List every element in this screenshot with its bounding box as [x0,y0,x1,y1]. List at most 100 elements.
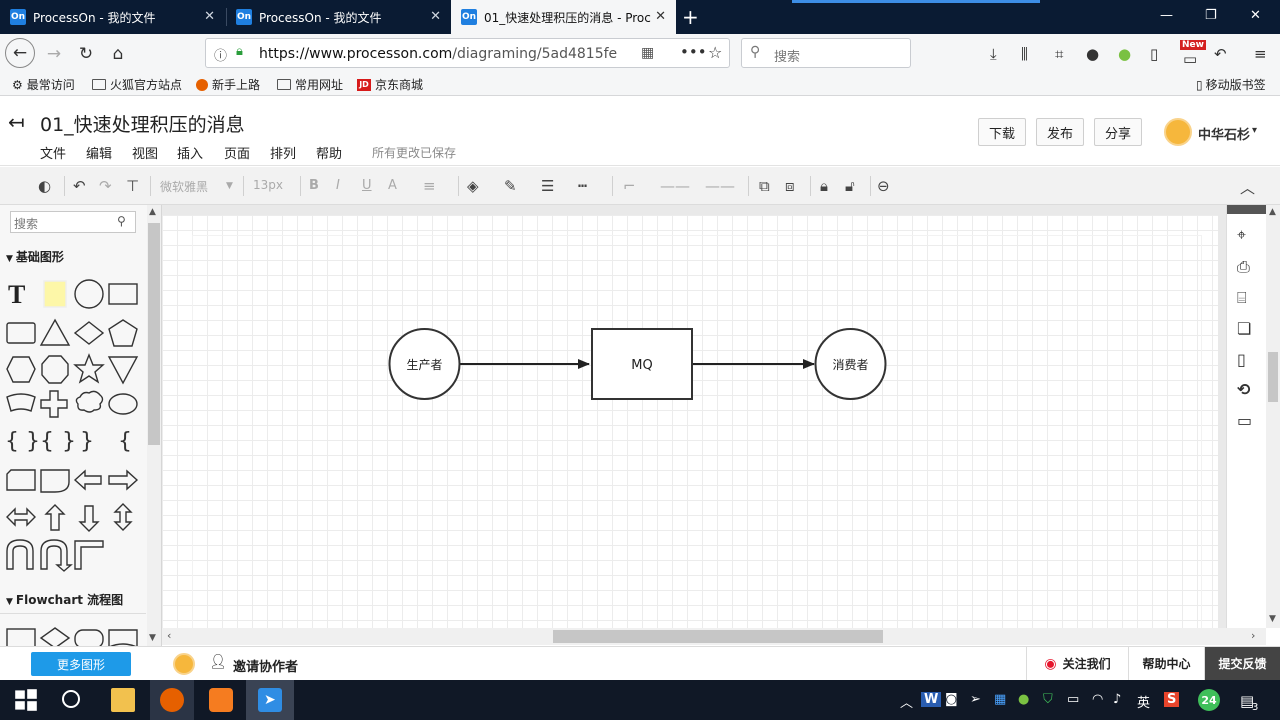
forward-icon[interactable]: → [46,44,62,64]
tray-send-icon[interactable]: ➢ [970,692,981,707]
tray-expand-icon[interactable]: ︿ [900,696,914,711]
link-icon[interactable]: ⊖ [877,177,890,195]
browser-tab-2[interactable]: On ProcessOn - 我的文件 ✕ [226,0,451,34]
section-basic-shapes[interactable]: ▼基础图形 [6,248,64,265]
minimize-icon[interactable]: — [1160,8,1173,23]
browser-tab-3-active[interactable]: On 01_快速处理积压的消息 - Proc ✕ [451,0,676,34]
home-icon[interactable]: ⌂ [112,44,124,64]
unlock-icon[interactable]: 🔓︎ [845,177,855,195]
connector-type-icon[interactable]: ⌐ [623,177,636,195]
back-icon[interactable]: ← [5,38,35,68]
bookmark-getting-started[interactable]: 新手上路 [196,76,260,93]
scroll-up-icon[interactable]: ▲ [1269,207,1276,217]
user-name[interactable]: 中华石杉 [1198,128,1251,143]
chevron-down-icon[interactable]: ▼ [226,181,233,191]
collapse-toolbar-icon[interactable]: ︿ [1240,179,1256,197]
avatar[interactable] [1164,118,1192,146]
extension-icon[interactable]: ● [1118,45,1132,63]
undo-browser-icon[interactable]: ↶ [1214,45,1227,63]
node-mq[interactable]: MQ [591,328,693,400]
close-tab-icon[interactable]: ✕ [655,9,666,24]
scroll-up-icon[interactable]: ▲ [149,207,156,217]
more-shapes-button[interactable]: 更多图形 [31,652,131,676]
battery-icon[interactable]: ▭ [1067,692,1080,707]
lock-icon[interactable]: 🔒︎ [820,177,828,195]
invite-collaborator-button[interactable]: 邀请协作者 [233,660,299,675]
close-tab-icon[interactable]: ✕ [430,9,441,24]
comments-icon[interactable]: ▭ [1237,411,1253,430]
menu-view[interactable]: 视图 [132,147,159,162]
diagram-canvas[interactable]: 生产者 MQ 消费者 [162,205,1226,635]
canvas-page[interactable] [162,215,1218,635]
wifi-icon[interactable]: ◠ [1092,692,1104,707]
shape-format-icon[interactable]: ⎙ [1237,257,1250,276]
publish-button[interactable]: 发布 [1036,118,1084,146]
tray-green-icon[interactable]: ● [1018,692,1030,707]
canvas-vertical-scroll-thumb[interactable] [1268,352,1278,402]
back-to-files-icon[interactable]: ↤ [8,110,25,134]
word-icon[interactable]: W [921,692,942,707]
redo-icon[interactable]: ↷ [99,177,112,195]
data-properties-icon[interactable]: ⌸ [1237,288,1247,307]
navigator-icon[interactable]: ⌖ [1237,225,1247,244]
scroll-down-icon[interactable]: ▼ [149,633,156,643]
flowchart-shapes-palette[interactable] [0,625,147,650]
browser-search-box[interactable]: ⚲ 搜索 [741,38,911,68]
end-arrow-icon[interactable]: —— [705,177,735,195]
bookmark-firefox-official[interactable]: 火狐官方站点 [92,76,182,93]
sidebar-scroll-thumb[interactable] [148,223,160,445]
node-producer[interactable]: 生产者 [388,328,461,400]
underline-icon[interactable]: U [362,178,372,193]
bookmark-most-visited[interactable]: ⚙最常访问 [12,76,75,93]
scroll-right-icon[interactable]: › [1251,629,1256,642]
info-icon[interactable]: ⓘ [214,49,228,64]
search-icon[interactable]: ⚲ [117,214,126,228]
bookmark-star-icon[interactable]: ☆ [708,43,723,62]
new-tab-icon[interactable]: + [682,5,699,29]
shape-search-input[interactable]: 搜索 ⚲ [10,211,136,233]
follow-us-button[interactable]: ◉关注我们 [1026,647,1128,680]
avatar[interactable] [173,653,195,675]
undo-icon[interactable]: ↶ [73,177,86,195]
chevron-down-icon[interactable]: ▾ [1252,125,1258,136]
format-painter-shapes-icon[interactable]: ◐ [38,177,52,195]
tray-counter-badge[interactable]: 24 [1198,689,1220,711]
fill-color-icon[interactable]: ◈ [467,177,479,195]
screenshot-icon[interactable]: ⌗ [1055,45,1064,63]
history-icon[interactable]: ⟲ [1237,380,1251,399]
security-shield-icon[interactable]: ⛉ [1043,692,1053,707]
notification-center-icon[interactable]: ▤ [1240,692,1255,710]
library-icon[interactable]: ⫼ [1021,45,1028,63]
section-flowchart[interactable]: ▼Flowchart 流程图 [6,591,123,608]
font-color-icon[interactable]: A [388,178,397,193]
start-arrow-icon[interactable]: —— [660,177,690,195]
line-style-icon[interactable]: ┅ [578,177,588,195]
node-consumer[interactable]: 消费者 [814,328,887,400]
send-to-back-icon[interactable]: ⧈ [785,177,795,195]
page-settings-icon[interactable]: ▯ [1237,350,1246,369]
presentation-app-icon[interactable] [209,688,233,712]
menu-page[interactable]: 页面 [224,147,251,162]
menu-arrange[interactable]: 排列 [270,147,297,162]
format-brush-icon[interactable]: ⊤ [126,177,140,195]
share-button[interactable]: 分享 [1094,118,1142,146]
feedback-button[interactable]: 提交反馈 [1204,647,1280,680]
help-center-button[interactable]: 帮助中心 [1128,647,1204,680]
tray-app-icon[interactable]: ◙ [945,692,958,707]
reload-icon[interactable]: ↻ [78,44,94,64]
align-icon[interactable]: ≡ [423,177,436,195]
scroll-left-icon[interactable]: ‹ [167,629,172,642]
file-explorer-icon[interactable] [111,688,135,712]
bring-to-front-icon[interactable]: ⧉ [759,177,770,195]
bookmark-common-sites[interactable]: 常用网址 [277,76,343,93]
download-button[interactable]: 下载 [978,118,1026,146]
scroll-down-icon[interactable]: ▼ [1269,614,1276,624]
canvas-horizontal-scroll-thumb[interactable] [553,630,883,643]
qr-code-icon[interactable]: ▦ [641,45,655,61]
page-layers-icon[interactable]: ❏ [1237,319,1252,338]
chat-icon[interactable]: ● [1086,45,1100,63]
app-window-icon[interactable] [258,688,282,712]
basic-shapes-palette[interactable]: T { }{ } } { [0,273,147,583]
windows-start-icon[interactable] [14,688,38,712]
